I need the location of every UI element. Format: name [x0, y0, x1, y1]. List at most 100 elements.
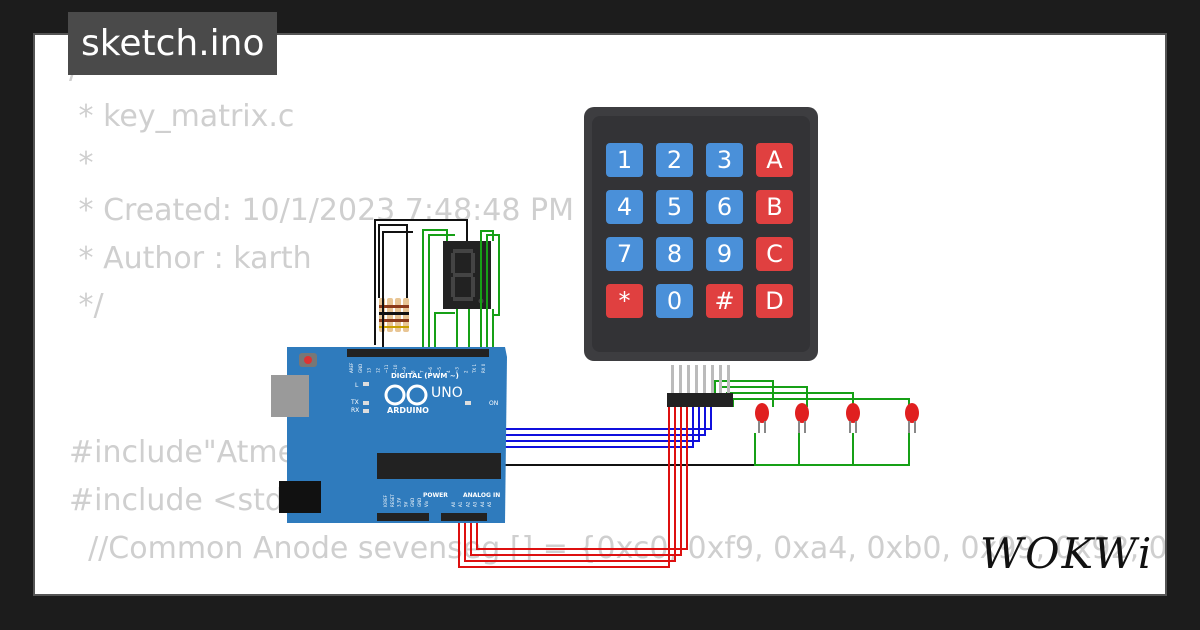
pin-label: A5	[487, 501, 492, 507]
keypad-key-label: 4	[617, 193, 632, 221]
red-led	[905, 403, 919, 433]
keypad-key[interactable]: B	[756, 190, 793, 224]
connector-pin	[703, 365, 706, 393]
pin-label: ~3	[455, 367, 460, 373]
keypad-key[interactable]: 1	[606, 143, 643, 177]
file-tab: sketch.ino	[68, 12, 278, 75]
code-line: *	[69, 146, 94, 181]
pin-label: 7	[419, 370, 424, 373]
keypad-connector	[667, 365, 733, 407]
project-preview-card: /* * key_matrix.c * * Created: 10/1/2023…	[33, 33, 1167, 596]
keypad-key-label: 1	[617, 146, 632, 174]
pin-label: RX 0	[481, 363, 486, 373]
keypad-key-label: 3	[717, 146, 732, 174]
pin-label: A2	[465, 501, 470, 507]
keypad-key-label: 7	[617, 240, 632, 268]
led-tx-label: TX	[350, 399, 359, 406]
pin-label: A0	[451, 501, 456, 507]
keypad-key-label: 2	[667, 146, 682, 174]
keypad-key[interactable]: C	[756, 237, 793, 271]
red-led	[755, 403, 769, 433]
keypad-key-label: D	[765, 287, 783, 315]
seven-segment-display	[443, 241, 491, 309]
pin-label: AREF	[349, 362, 354, 373]
keypad-key[interactable]: 9	[706, 237, 743, 271]
keypad-key[interactable]: 8	[656, 237, 693, 271]
keypad-key[interactable]: A	[756, 143, 793, 177]
pin-label: A3	[473, 501, 478, 507]
pin-label: Vin	[424, 500, 429, 507]
connector-pin	[695, 365, 698, 393]
keypad-key-label: C	[766, 240, 783, 268]
connector-pin	[679, 365, 682, 393]
keypad-key[interactable]: 3	[706, 143, 743, 177]
pin-label: A1	[458, 501, 463, 507]
keypad-key-label: #	[714, 287, 734, 315]
code-line: //Common Anode sevenseg [] = {0xc0, 0xf9…	[88, 531, 1167, 566]
connector-pin	[687, 365, 690, 393]
pin-label: ~10	[393, 364, 398, 373]
pin-label: 3.3V	[397, 498, 402, 507]
pin-label: A4	[480, 501, 485, 507]
keypad-key-label: 0	[667, 287, 682, 315]
keypad-key-label: 5	[667, 193, 682, 221]
red-led	[795, 403, 809, 433]
red-led	[846, 403, 860, 433]
led-l-label: L	[355, 382, 359, 389]
connector-pin	[711, 365, 714, 393]
pin-label: RESET	[390, 494, 395, 507]
keypad-key[interactable]: 2	[656, 143, 693, 177]
analog-header-label: ANALOG IN	[463, 492, 500, 499]
digital-header-label: DIGITAL (PWM ~)	[391, 372, 459, 380]
connector-pin	[719, 365, 722, 393]
on-led-label: ON	[489, 400, 498, 407]
connector-pin	[671, 365, 674, 393]
pin-label: 4	[446, 370, 451, 373]
wokwi-logo: WOKWi	[980, 529, 1154, 578]
arduino-brand: ARDUINO	[387, 406, 429, 415]
keypad-key[interactable]: D	[756, 284, 793, 318]
keypad-key-label: B	[766, 193, 782, 221]
keypad-key[interactable]: 4	[606, 190, 643, 224]
pin-label: GND	[410, 498, 415, 507]
pin-label: ~5	[437, 367, 442, 373]
pin-label: 8	[411, 370, 416, 373]
pin-label: ~11	[384, 364, 389, 373]
pin-label: TX 1	[472, 364, 477, 374]
keypad-key-label: *	[619, 287, 631, 315]
keypad-key-label: 9	[717, 240, 732, 268]
keypad-key-label: A	[766, 146, 783, 174]
keypad-key[interactable]: 6	[706, 190, 743, 224]
connector-pin	[727, 365, 730, 393]
pin-label: GND	[417, 498, 422, 507]
pin-label: ~6	[428, 367, 433, 373]
keypad-key[interactable]: 5	[656, 190, 693, 224]
keypad-key-label: 6	[717, 193, 732, 221]
red-wires	[458, 397, 688, 568]
keypad-key[interactable]: *	[606, 284, 643, 318]
pin-label: ~9	[402, 367, 407, 373]
uno-label: UNO	[431, 385, 463, 401]
keypad-key[interactable]: 0	[656, 284, 693, 318]
arduino-uno-board: UNO ARDUINO DIGITAL (PWM ~) POWER ANALOG…	[271, 347, 507, 523]
membrane-keypad: 1 2 3 A 4 5 6 B 7 8 9 C * 0 # D	[584, 107, 818, 361]
pin-label: 5V	[403, 501, 408, 507]
code-line: * Author : karth	[69, 241, 312, 276]
pin-label: GND	[358, 364, 363, 373]
code-line: * key_matrix.c	[69, 99, 295, 134]
circuit-diagram: UNO ARDUINO DIGITAL (PWM ~) POWER ANALOG…	[271, 107, 919, 568]
led-rx-label: RX	[351, 407, 359, 414]
pin-label: 12	[375, 367, 380, 373]
pin-label: 2	[463, 370, 468, 373]
keypad-key-label: 8	[667, 240, 682, 268]
pin-label: 13	[367, 367, 372, 373]
code-line: */	[69, 288, 104, 323]
keypad-key[interactable]: 7	[606, 237, 643, 271]
pin-label: IOREF	[383, 494, 388, 507]
keypad-key[interactable]: #	[706, 284, 743, 318]
code-line: * Created: 10/1/2023 7:48:48 PM	[69, 193, 574, 228]
led-group	[755, 403, 919, 433]
